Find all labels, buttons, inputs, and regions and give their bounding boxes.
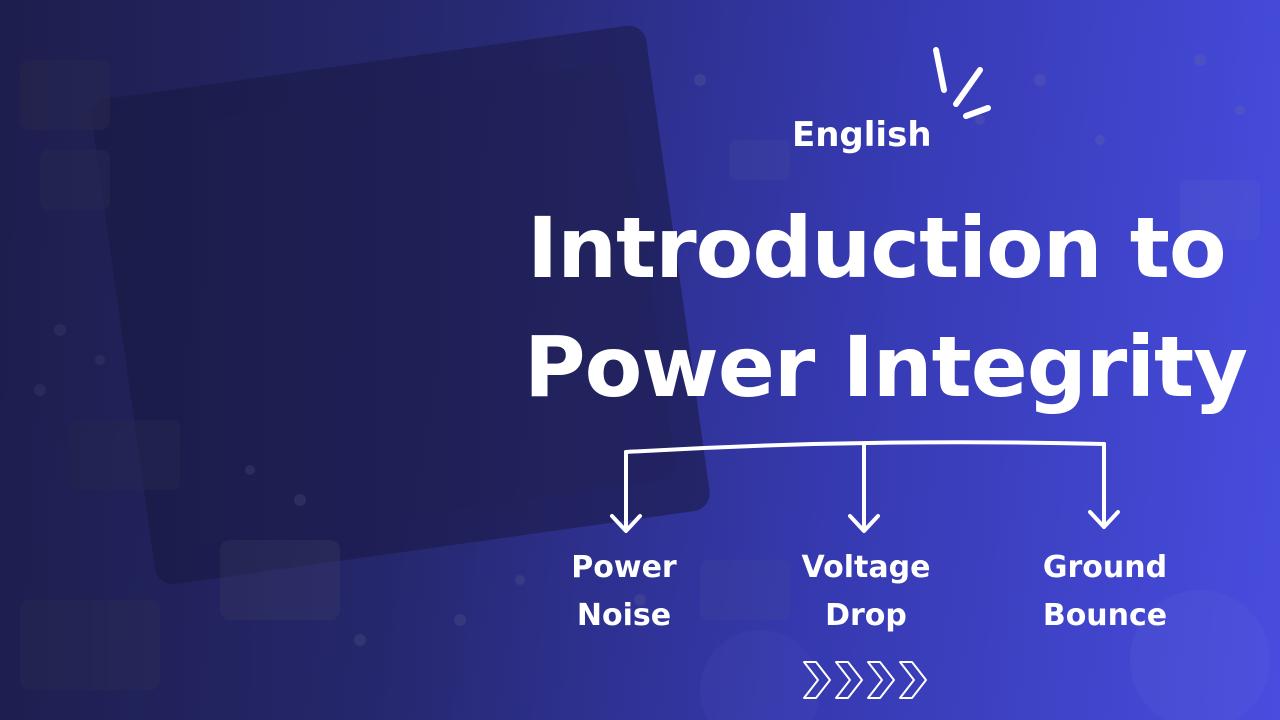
branch-label-line1: Voltage [801, 550, 931, 585]
branch-label-line2: Drop [825, 598, 907, 633]
chevron-right-icon [803, 661, 831, 699]
arrow-head-1-icon [610, 514, 642, 533]
chevron-right-icon [899, 661, 927, 699]
branch-label-voltage-drop: Voltage Drop [766, 544, 966, 640]
branch-bar [624, 440, 1106, 454]
branch-label-line1: Ground [1042, 550, 1168, 585]
chevron-right-icon [867, 661, 895, 699]
language-tag: English [792, 115, 932, 155]
sparkle-stroke-2 [953, 67, 983, 107]
branch-label-ground-bounce: Ground Bounce [1005, 544, 1205, 640]
branch-label-line1: Power [571, 550, 677, 585]
arrow-head-3-icon [1088, 510, 1120, 529]
sparkle-stroke-1 [933, 47, 947, 93]
title-line-1: Introduction to [527, 199, 1227, 297]
branch-label-power-noise: Power Noise [524, 544, 724, 640]
arrow-head-2-icon [848, 514, 880, 533]
title-line-2: Power Integrity [524, 318, 1248, 416]
branch-label-line2: Bounce [1042, 598, 1168, 633]
sparkle-stroke-3 [963, 105, 991, 119]
chevron-right-icon [835, 661, 863, 699]
branch-label-line2: Noise [576, 598, 672, 633]
